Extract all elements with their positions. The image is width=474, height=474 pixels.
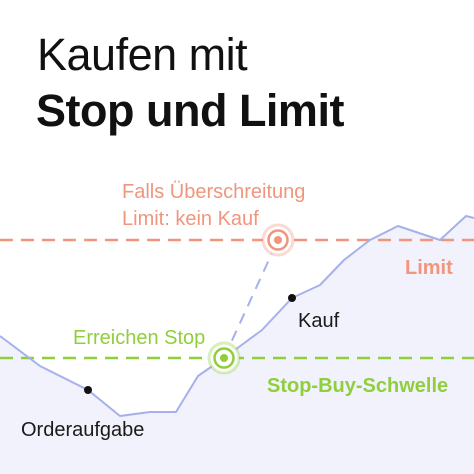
price-area bbox=[0, 216, 474, 474]
title-line-2: Stop und Limit bbox=[36, 85, 344, 136]
hypothetical-path bbox=[223, 239, 279, 359]
target-icon bbox=[207, 341, 241, 375]
stop-reached-label: Erreichen Stop bbox=[73, 327, 206, 349]
price-line bbox=[0, 215, 474, 417]
target-icon bbox=[261, 223, 295, 257]
limit-note-line-2: Limit: kein Kauf bbox=[122, 208, 259, 230]
title-line-1: Kaufen mit bbox=[37, 29, 248, 80]
buy-label: Kauf bbox=[298, 310, 340, 332]
dot-icon bbox=[288, 294, 296, 302]
limit-note-line-1: Falls Überschreitung bbox=[122, 181, 306, 203]
order-placed-label: Orderaufgabe bbox=[21, 419, 145, 441]
dot-icon bbox=[84, 386, 92, 394]
stop-threshold-label: Stop-Buy-Schwelle bbox=[267, 375, 449, 397]
limit-label: Limit bbox=[405, 257, 453, 279]
